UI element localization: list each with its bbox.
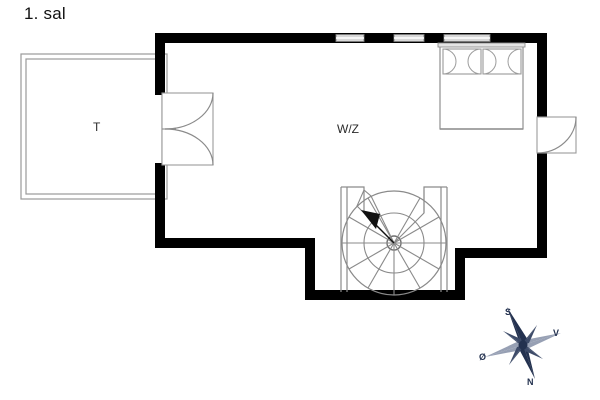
window-top-1	[335, 34, 365, 42]
window-top-3	[443, 34, 491, 42]
room-label-wz: W/Z	[337, 122, 359, 136]
room-label-terrace: T	[93, 120, 101, 134]
compass-label-south: S	[505, 307, 512, 317]
stair-direction-arrow	[361, 210, 395, 244]
compass-rose	[485, 307, 561, 379]
stairwell-enclosure	[340, 186, 448, 292]
door-right-exterior	[536, 116, 577, 154]
page-title: 1. sal	[24, 4, 66, 23]
double-bed	[437, 42, 526, 130]
double-door-terrace	[161, 92, 214, 166]
compass-label-north: N	[527, 377, 534, 387]
window-top-2	[393, 34, 425, 42]
spiral-staircase	[341, 189, 447, 296]
compass-label-west: V	[553, 328, 560, 338]
compass-label-east: Ø	[479, 352, 487, 362]
